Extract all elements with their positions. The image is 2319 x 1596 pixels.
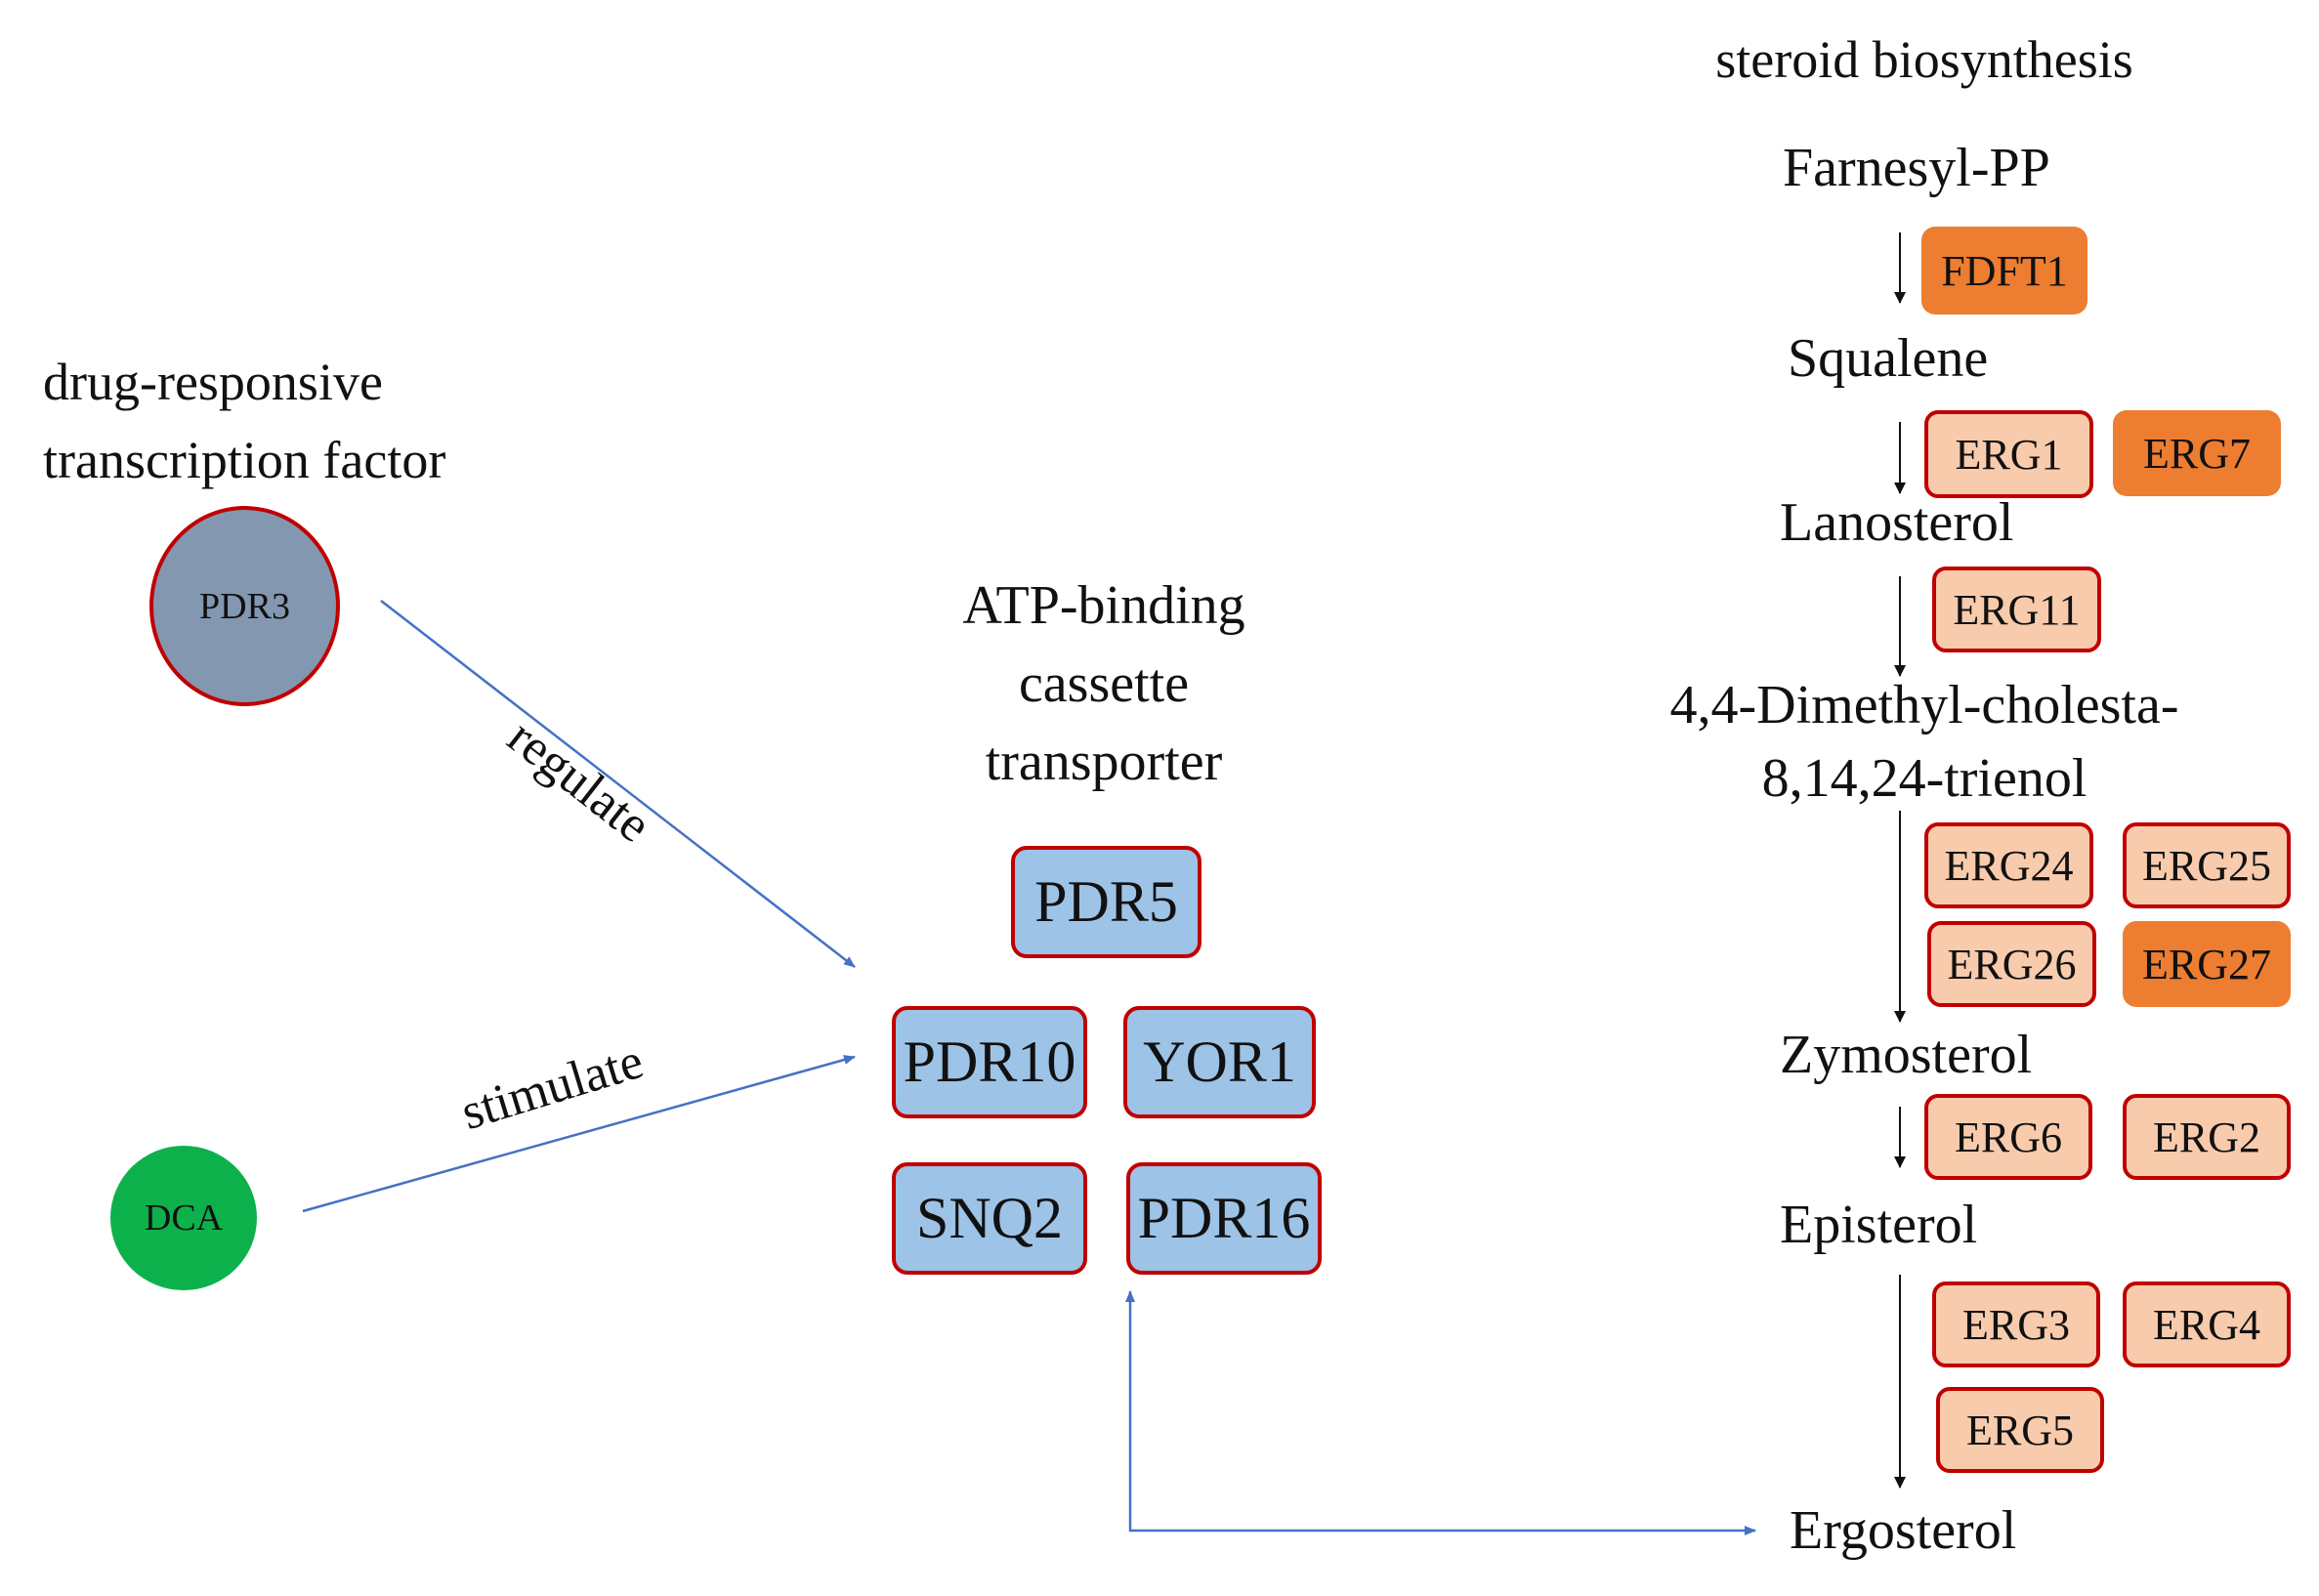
enzyme-erg11: ERG11 bbox=[1932, 567, 2101, 652]
ergosterol-transporter-arrow bbox=[1128, 1293, 1756, 1535]
enzyme-erg7: ERG7 bbox=[2113, 410, 2281, 496]
metabolite-episterol: Episterol bbox=[1780, 1195, 1978, 1255]
enzyme-erg6: ERG6 bbox=[1924, 1094, 2092, 1180]
abc-title-line-3: transporter bbox=[985, 732, 1223, 792]
metabolite-dimethyl-cholesta-line-1: 4,4-Dimethyl-cholesta- bbox=[1669, 675, 2179, 735]
dca-node: DCA bbox=[110, 1146, 257, 1290]
enzyme-erg24: ERG24 bbox=[1924, 822, 2093, 908]
pdr3-node: PDR3 bbox=[149, 506, 340, 706]
metabolite-farnesyl-pp: Farnesyl-PP bbox=[1783, 138, 2050, 198]
regulate-arrow bbox=[380, 600, 856, 968]
stimulate-arrow bbox=[302, 1055, 856, 1213]
metabolite-zymosterol: Zymosterol bbox=[1780, 1025, 2033, 1085]
gene-pdr16: PDR16 bbox=[1126, 1162, 1322, 1275]
enzyme-fdft1: FDFT1 bbox=[1921, 227, 2087, 315]
abc-title-line-2: cassette bbox=[1018, 653, 1190, 714]
gene-pdr10: PDR10 bbox=[892, 1006, 1087, 1118]
enzyme-erg25: ERG25 bbox=[2123, 822, 2291, 908]
metabolite-dimethyl-cholesta-line-2: 8,14,24-trienol bbox=[1761, 748, 2087, 809]
enzyme-erg5: ERG5 bbox=[1936, 1387, 2104, 1473]
enzyme-erg2: ERG2 bbox=[2123, 1094, 2291, 1180]
enzyme-erg27: ERG27 bbox=[2123, 921, 2291, 1007]
tf-label-line-1: drug-responsive bbox=[43, 353, 383, 411]
enzyme-erg1: ERG1 bbox=[1924, 410, 2093, 498]
metabolite-squalene: Squalene bbox=[1788, 328, 1989, 389]
metabolite-ergosterol: Ergosterol bbox=[1790, 1500, 2017, 1561]
metabolite-lanosterol: Lanosterol bbox=[1780, 492, 2014, 553]
enzyme-erg4: ERG4 bbox=[2123, 1281, 2291, 1367]
gene-yor1: YOR1 bbox=[1123, 1006, 1316, 1118]
enzyme-erg26: ERG26 bbox=[1927, 921, 2096, 1007]
abc-title-line-1: ATP-binding bbox=[962, 575, 1245, 636]
gene-snq2: SNQ2 bbox=[892, 1162, 1087, 1275]
pathway-title: steroid biosynthesis bbox=[1715, 30, 2133, 89]
enzyme-erg3: ERG3 bbox=[1932, 1281, 2100, 1367]
tf-label-line-2: transcription factor bbox=[43, 431, 446, 489]
gene-pdr5: PDR5 bbox=[1011, 846, 1202, 958]
